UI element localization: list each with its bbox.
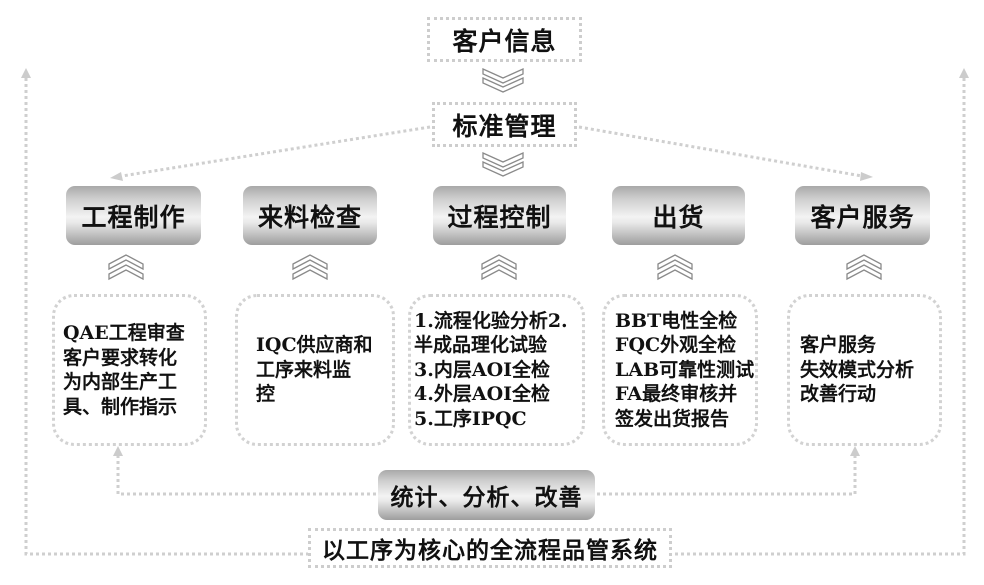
stage-title: 客户服务 [810, 202, 915, 232]
diagonal-left-line [121, 125, 431, 178]
standard-management-label: 标准管理 [452, 111, 557, 141]
chevron-down-icon [482, 152, 524, 177]
chevron-up-icon [481, 254, 517, 281]
chevron-down-icon [482, 68, 524, 93]
detail-line: 失效模式分析 [800, 358, 915, 381]
stage-title: 来料检查 [257, 202, 362, 232]
diagonal-right-line [578, 125, 863, 178]
chevron-up-icon [108, 254, 144, 281]
chevron-up-icon [846, 254, 882, 281]
system-title: 以工序为核心的全流程品管系统 [322, 537, 658, 564]
stage-detail-box: 1.流程化验分析2. 半成品理化试验 3.内层AOI全检 4.外层AOI全检 5… [408, 294, 585, 446]
stage-title: 工程制作 [81, 202, 186, 232]
detail-line: 控 [256, 383, 276, 406]
standard-management-box: 标准管理 [432, 102, 577, 147]
statistics-analysis-improvement-box: 统计、分析、改善 [378, 470, 595, 520]
stage-detail-box: 客户服务 失效模式分析 改善行动 [787, 294, 942, 446]
stage-header: 工程制作 [66, 186, 201, 245]
outer-left-feedback-line [24, 78, 308, 556]
system-title-box: 以工序为核心的全流程品管系统 [308, 528, 672, 568]
arrowhead-up-icon [113, 446, 123, 456]
chevron-up-icon [657, 254, 693, 281]
detail-line: 3.内层AOI全检 [414, 358, 551, 381]
arrowhead-up-icon [850, 446, 860, 456]
detail-line: 半成品理化试验 [414, 334, 548, 357]
arrowhead-up-icon [959, 68, 969, 78]
chevron-up-icon [292, 254, 328, 281]
arrowhead-up-icon [21, 68, 31, 78]
inner-right-feedback-line [595, 455, 857, 496]
detail-line: 客户服务 [800, 334, 877, 357]
stage-detail-box: BBT电性全检 FQC外观全检 LAB可靠性测试 FA最终审核并 签发出货报告 [602, 294, 758, 446]
detail-line: 5.工序IPQC [414, 407, 527, 430]
customer-info-label: 客户信息 [452, 26, 557, 56]
detail-line: 改善行动 [800, 383, 877, 406]
stage-title: 过程控制 [447, 202, 552, 232]
stage-title: 出货 [652, 202, 705, 232]
arrowhead-left-icon [110, 172, 123, 181]
detail-line: 工序来料监 [256, 358, 352, 381]
detail-line: 具、制作指示 [63, 395, 178, 418]
inner-left-feedback-line [116, 455, 378, 496]
detail-line: IQC供应商和 [256, 334, 373, 357]
improvement-label: 统计、分析、改善 [390, 484, 583, 511]
stage-detail-box: IQC供应商和 工序来料监 控 [235, 294, 395, 446]
stage-header: 过程控制 [433, 186, 566, 245]
stage-header: 出货 [612, 186, 745, 245]
detail-line: QAE工程审查 [63, 322, 185, 344]
customer-info-box: 客户信息 [427, 17, 582, 62]
detail-line: 4.外层AOI全检 [414, 383, 551, 406]
stage-header: 来料检查 [243, 186, 377, 245]
detail-line: FA最终审核并 [615, 383, 738, 406]
detail-line: BBT电性全检 [615, 309, 738, 332]
stage-detail-box: QAE工程审查 客户要求转化 为内部生产工 具、制作指示 [52, 294, 207, 446]
detail-line: 为内部生产工 [63, 371, 178, 393]
detail-line: 1.流程化验分析2. [414, 309, 568, 332]
arrowhead-right-icon [860, 172, 873, 181]
stage-header: 客户服务 [795, 186, 930, 245]
outer-right-feedback-line [672, 78, 966, 556]
detail-line: FQC外观全检 [615, 334, 737, 357]
detail-line: 客户要求转化 [63, 346, 178, 369]
detail-line: 签发出货报告 [615, 407, 730, 430]
detail-line: LAB可靠性测试 [615, 358, 755, 381]
